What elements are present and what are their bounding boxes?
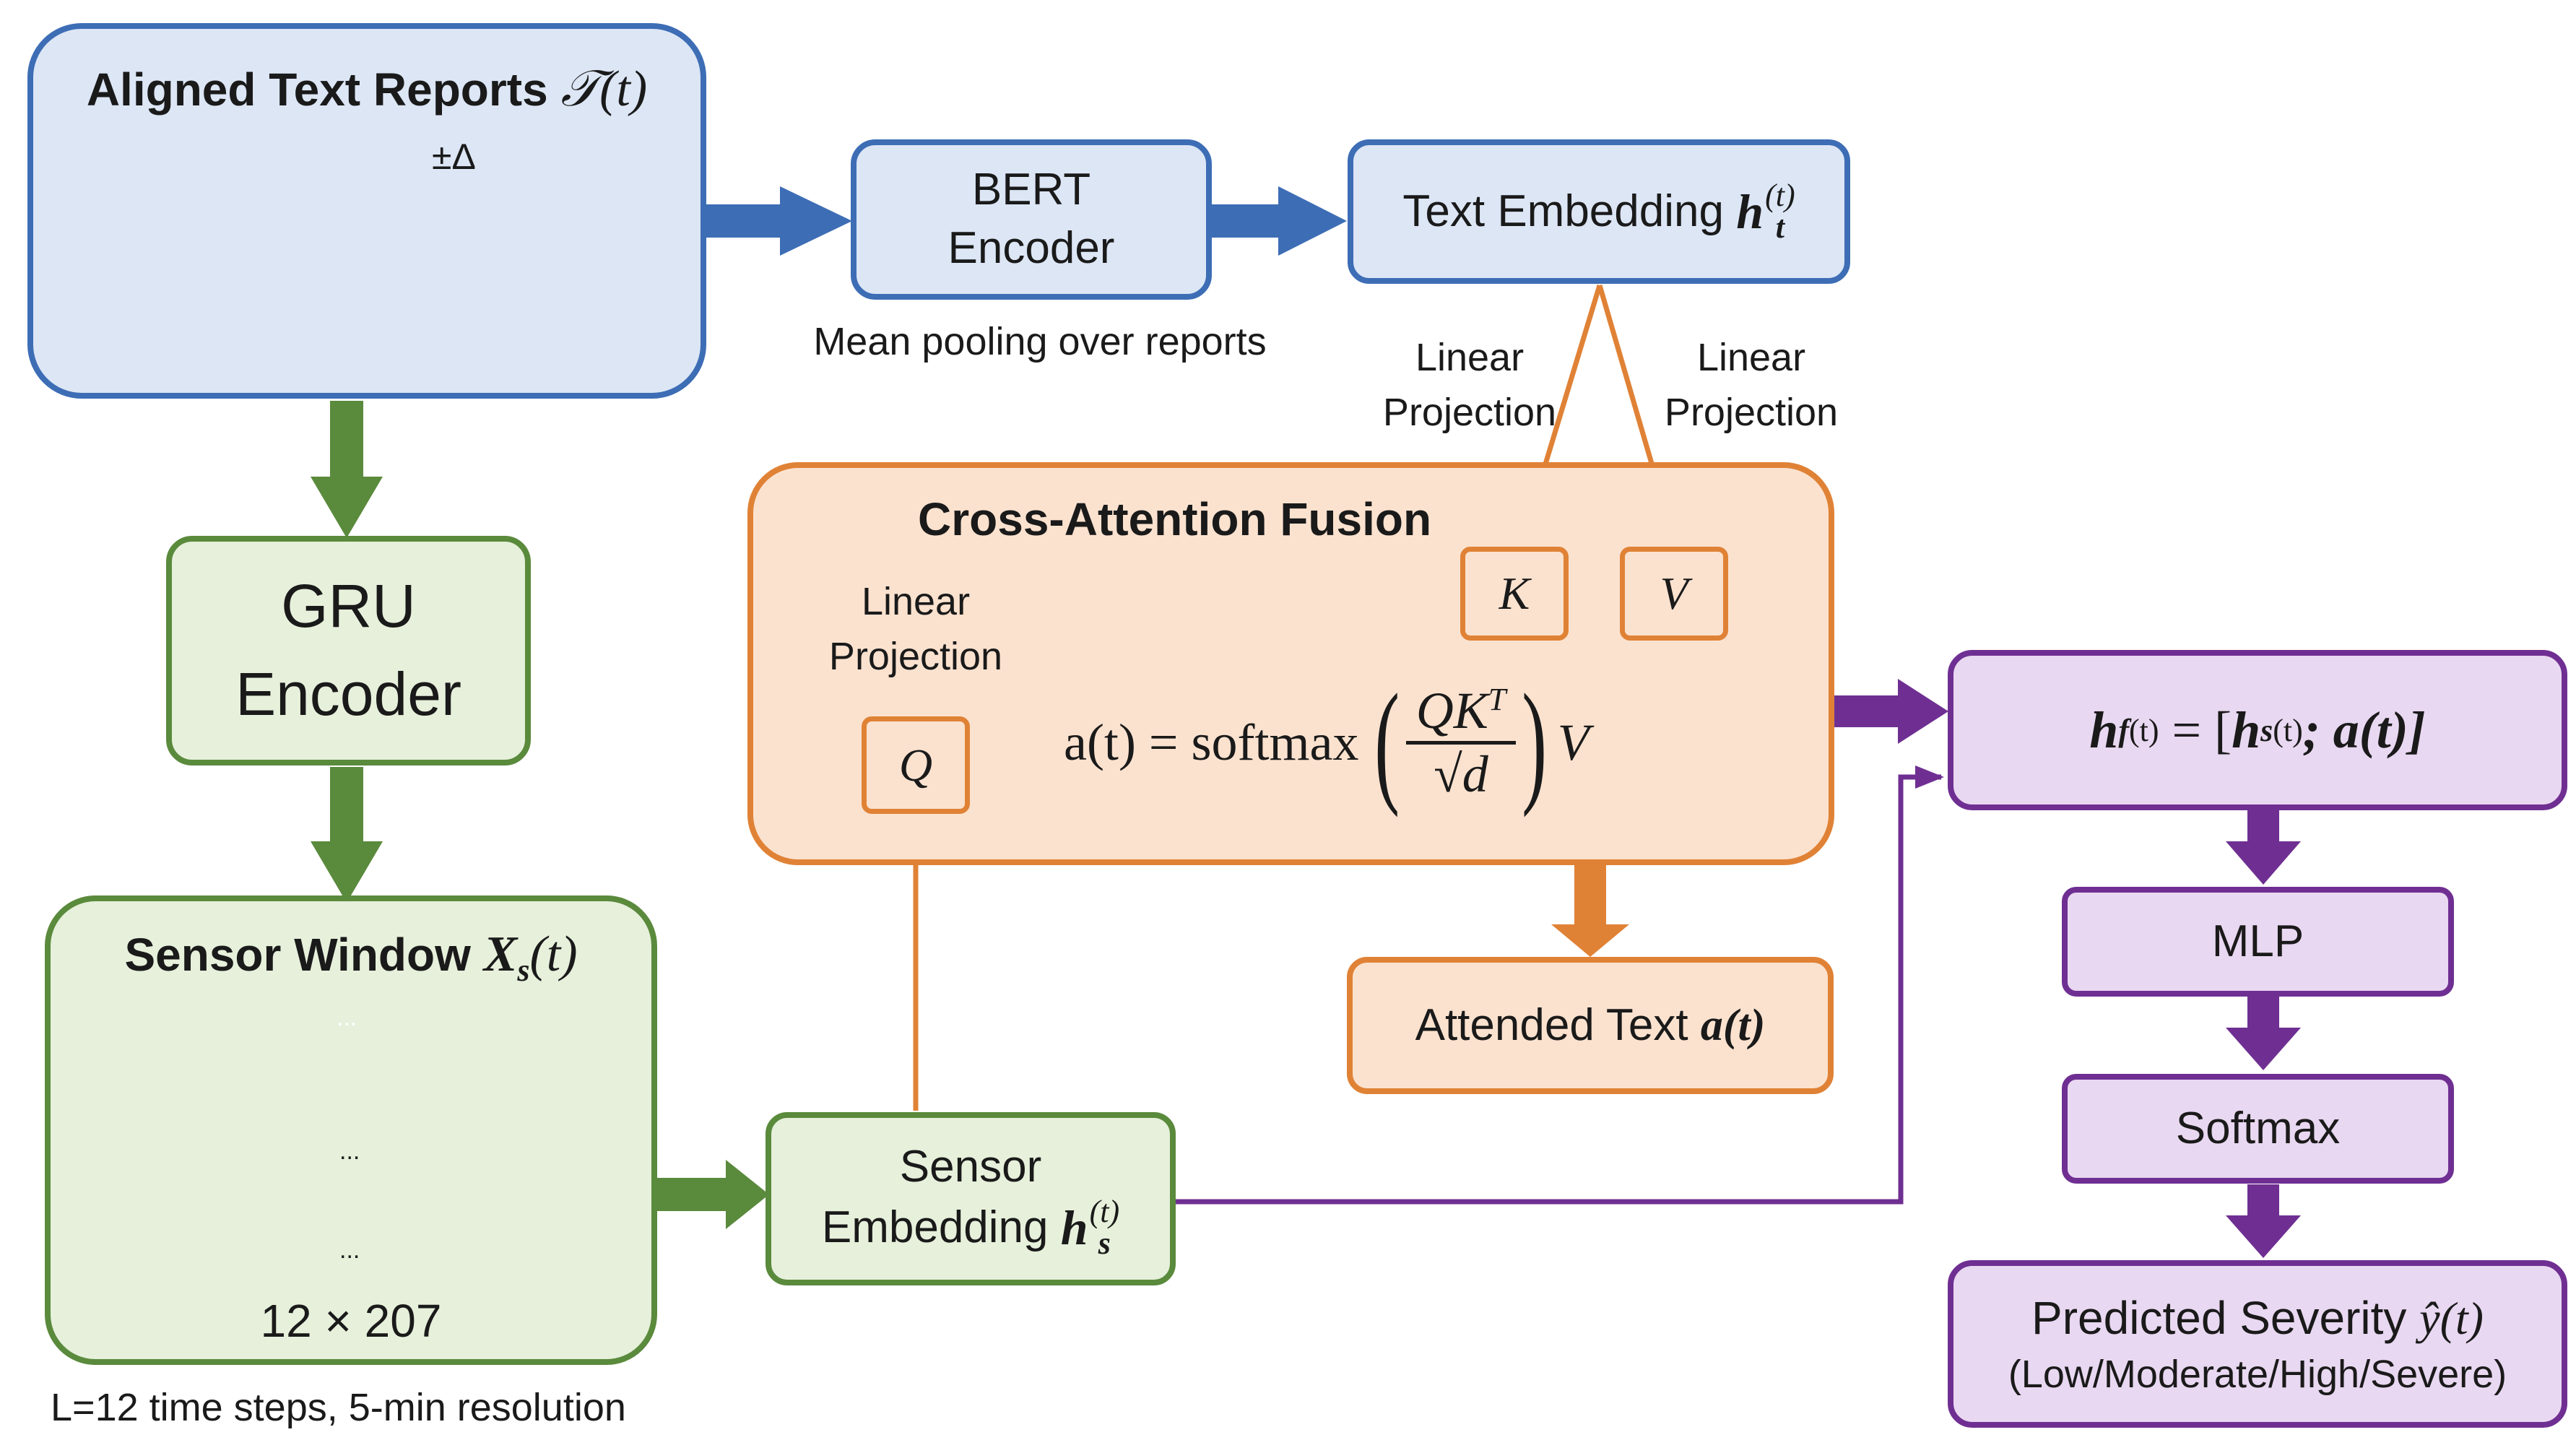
attention-formula: a(t) = softmax ( QKT √d ) V [1064,667,1590,818]
arrow-softmax-to-prediction [2226,1184,2301,1258]
bert-encoder-box: BERT Encoder [851,139,1212,300]
arrow-sensor-embedding-to-concat [1174,765,1944,1205]
arrow-bert-to-text-embedding [1211,186,1347,256]
footnote: L=12 time steps, 5-min resolution [51,1386,626,1429]
grid-ellipsis-middle: ... [339,1137,360,1165]
predicted-severity-box: Predicted Severity ŷ(t) (Low/Moderate/Hi… [1948,1260,2567,1428]
arrow-sensor-window-to-embedding [657,1160,769,1229]
severity-classes: (Low/Moderate/High/Severe) [2008,1352,2507,1396]
predicted-severity-label: Predicted Severity ŷ(t) [2031,1292,2484,1345]
softmax-box: Softmax [2062,1074,2454,1184]
grid-ellipsis-bottom: ... [339,1236,360,1264]
arrow-reports-to-gru [311,401,383,538]
arrow-reports-to-bert [704,186,852,256]
sensor-window-dims: 12 × 207 [260,1295,442,1347]
sensor-window-box: Sensor Window Xs(t) 12 × 207 [45,895,657,1365]
attended-text-box: Attended Text a(t) [1347,957,1834,1094]
arrow-mlp-to-softmax [2226,997,2301,1070]
key-k-box: K [1460,547,1569,641]
query-q-box: Q [862,716,970,814]
linear-projection-k-label: Linear Projection [1382,336,1557,434]
linear-projection-q-label: Linear Projection [797,575,1035,685]
mlp-box: MLP [2062,887,2454,997]
aligned-text-reports-box: Aligned Text Reports 𝒯(t) ±Δ [27,23,706,399]
arrow-fusion-to-attended [1551,864,1629,957]
gru-encoder-box: GRU Encoder [166,536,531,765]
sensor-embedding-box: Sensor Embedding h(t)s [766,1112,1176,1285]
bert-caption: Mean pooling over reports [813,320,1267,363]
arrow-concat-to-mlp [2226,810,2301,885]
fusion-title: Cross-Attention Fusion [918,493,1432,545]
aligned-text-reports-title: Aligned Text Reports 𝒯(t) [86,61,648,117]
linear-projection-v-label: Linear Projection [1664,336,1839,434]
text-embedding-box: Text Embedding h(t)t [1348,139,1850,284]
arrow-gru-to-sensor-window [311,767,383,903]
delta-label: ±Δ [432,136,476,177]
grid-ellipsis-top: ... [337,1004,357,1031]
arrow-fusion-to-concat [1833,679,1948,744]
sensor-window-title: Sensor Window Xs(t) [124,927,578,988]
value-v-box: V [1620,547,1728,641]
cross-attention-fusion-box: Cross-Attention Fusion Linear Projection… [747,462,1834,865]
